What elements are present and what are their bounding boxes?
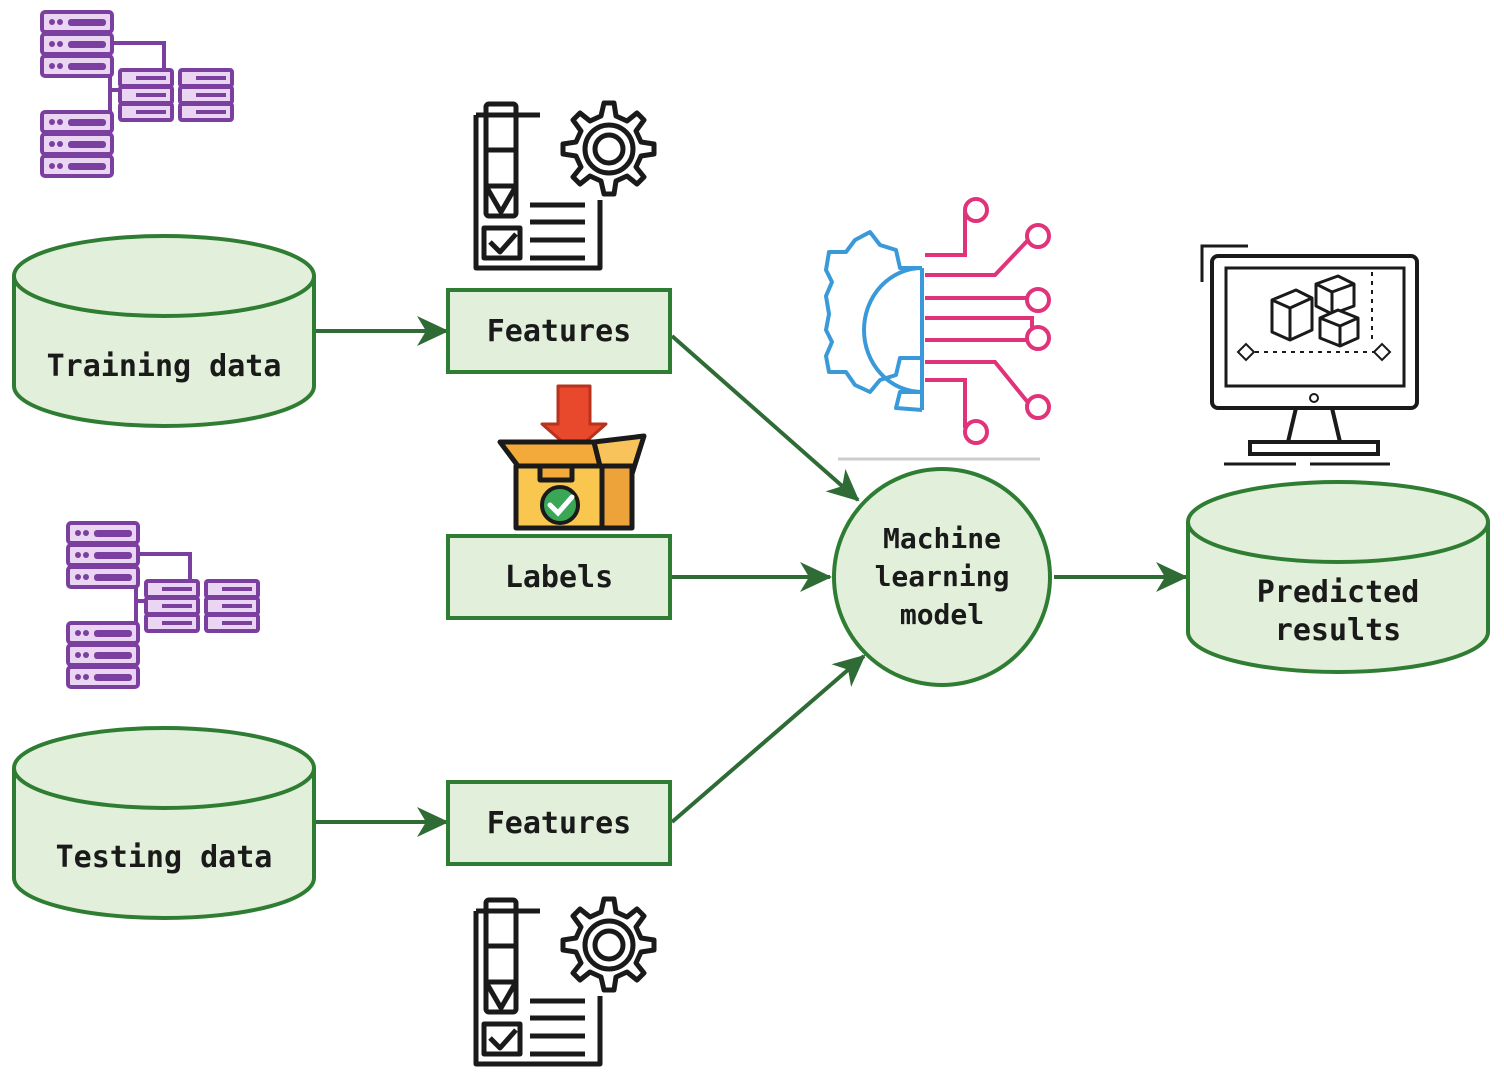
labeled-box-icon — [497, 384, 647, 531]
database-network-icon — [40, 10, 234, 178]
predicted-results-cylinder: Predicted results — [1186, 480, 1490, 674]
feature-engineering-icon — [476, 103, 654, 268]
predicted-label-line-2: results — [1275, 613, 1401, 648]
database-network-icon — [66, 521, 260, 689]
arrow-features-bottom-to-model — [670, 654, 866, 824]
features-top-label: Features — [487, 314, 632, 349]
connectors — [316, 316, 1188, 837]
testing-data-cylinder: Testing data — [12, 726, 316, 920]
training-data-label: Training data — [47, 349, 282, 384]
ai-gear-circuit-icon — [824, 197, 1051, 461]
monitor-3d-model-icon — [1200, 244, 1419, 466]
testing-data-label: Testing data — [56, 840, 273, 875]
feature-engineering-icon — [476, 899, 654, 1064]
features-box-bottom: Features — [446, 780, 672, 866]
model-label-line-3: model — [900, 598, 984, 631]
model-label-line-1: Machine — [883, 522, 1001, 555]
arrow-features-to-model — [670, 334, 860, 502]
training-data-cylinder: Training data — [12, 234, 316, 428]
model-label-line-2: learning — [875, 560, 1010, 593]
features-box-top: Features — [446, 288, 672, 374]
features-bottom-label: Features — [487, 806, 632, 841]
labels-label: Labels — [505, 560, 613, 595]
labels-box: Labels — [446, 534, 672, 620]
ml-model-circle: Machine learning model — [832, 467, 1052, 687]
predicted-label-line-1: Predicted — [1257, 575, 1420, 610]
